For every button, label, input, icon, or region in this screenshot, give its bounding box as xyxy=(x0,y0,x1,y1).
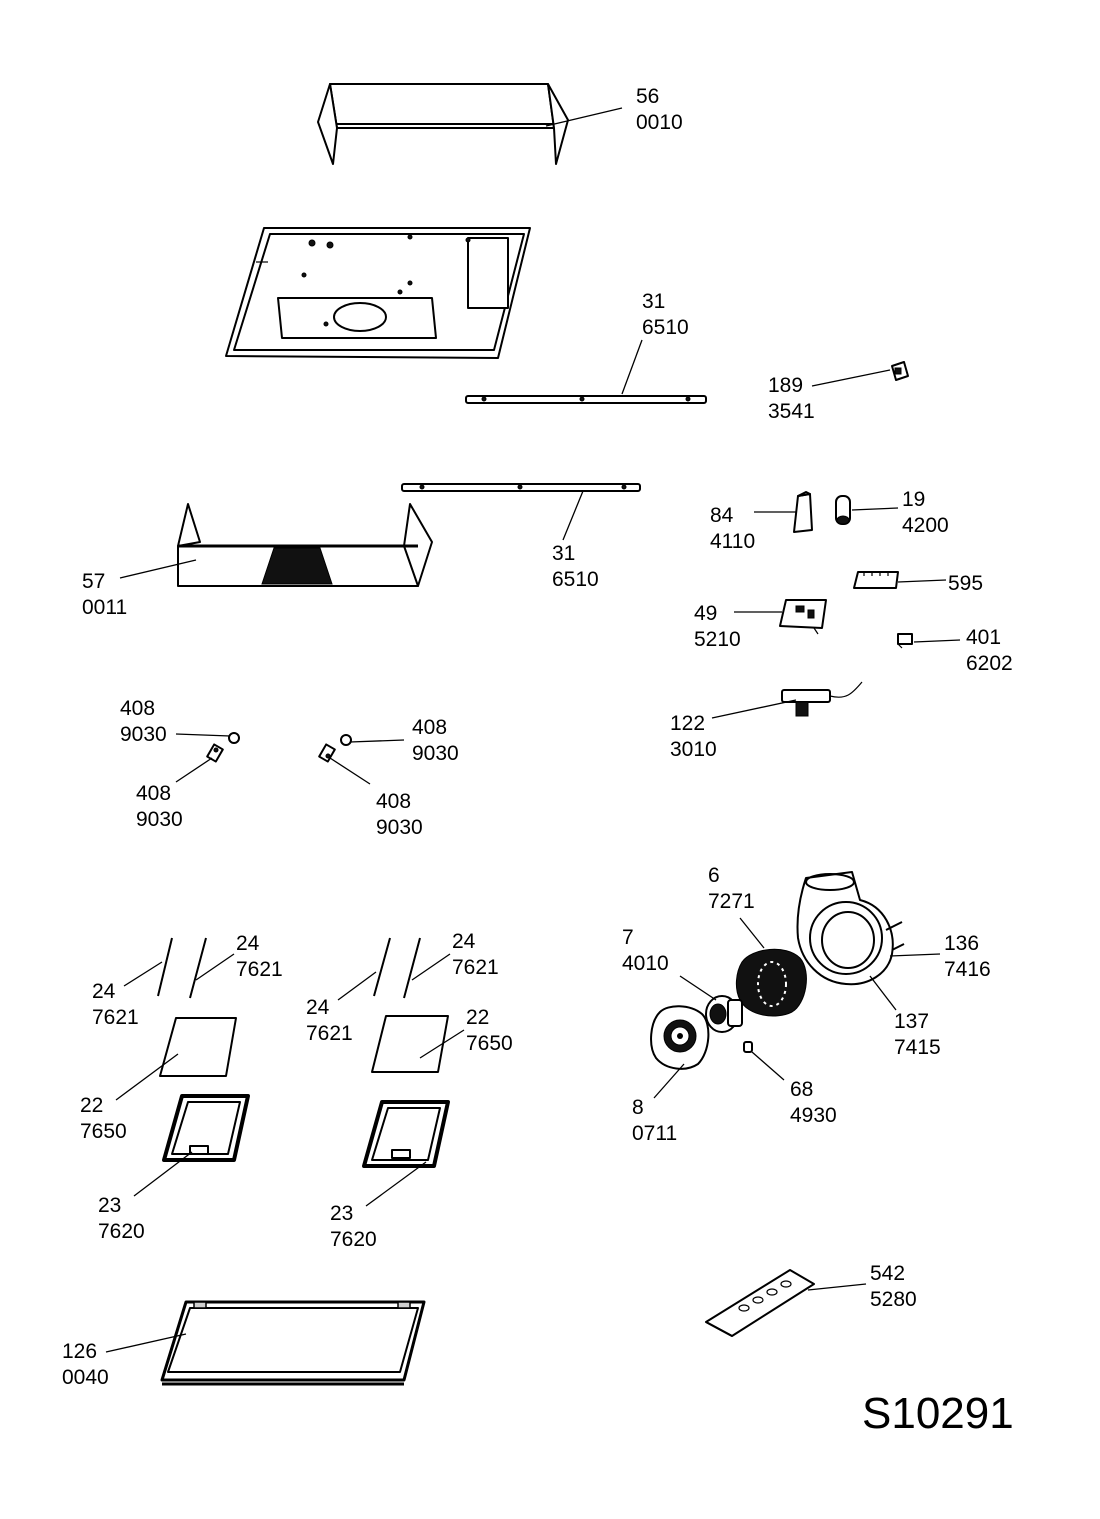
part-408-lamp-left xyxy=(206,732,240,763)
leader-137 xyxy=(869,975,897,1011)
part-6-fan-wheel xyxy=(735,948,807,1017)
leader-68 xyxy=(751,1051,785,1081)
part-126-glass-panel xyxy=(160,1300,426,1386)
leader-401 xyxy=(913,639,961,643)
leader-408c xyxy=(349,739,405,743)
leader-595 xyxy=(897,579,947,583)
leader-408a xyxy=(175,733,231,737)
part-84-block xyxy=(793,491,813,533)
part-31-rail-lower xyxy=(401,483,641,492)
part-189-clip xyxy=(891,361,909,381)
part-57-front-panel xyxy=(177,503,433,587)
leader-23b xyxy=(365,1161,427,1207)
part-408-lamp-right xyxy=(318,734,352,763)
part-31-rail-upper xyxy=(465,395,707,404)
leader-24c xyxy=(411,953,451,981)
part-22-grease-filter-right xyxy=(371,1015,449,1073)
leader-19 xyxy=(851,507,899,511)
part-136-137-blower-housing xyxy=(796,871,905,986)
part-24-filter-clips-left xyxy=(157,937,207,999)
leader-408d xyxy=(329,757,371,785)
leader-136 xyxy=(889,953,941,957)
leader-126 xyxy=(105,1333,187,1353)
leader-189 xyxy=(811,369,891,387)
leader-122 xyxy=(711,699,797,719)
part-68-screw xyxy=(743,1041,753,1053)
drawing-code: S10291 xyxy=(862,1389,1014,1438)
part-401-connector xyxy=(897,633,913,649)
leader-24a xyxy=(195,953,235,981)
leader-56 xyxy=(545,107,623,127)
part-23-filter-frame-right xyxy=(362,1100,450,1168)
part-542-remote-control xyxy=(705,1269,815,1337)
leader-57 xyxy=(119,559,197,579)
leader-542 xyxy=(807,1283,867,1291)
part-595-label-plate xyxy=(853,571,899,589)
leader-24d xyxy=(337,971,377,1001)
leader-24b xyxy=(123,961,163,987)
part-19-capacitor xyxy=(835,495,851,525)
part-7-motor xyxy=(705,995,743,1033)
part-122-control-module xyxy=(781,681,863,717)
label-595: 595 xyxy=(948,572,983,595)
hood-body xyxy=(225,227,531,359)
leader-31a xyxy=(621,339,643,395)
leader-22b xyxy=(419,1029,465,1059)
part-8-motor-plate xyxy=(650,1005,710,1070)
part-56-upper-cover xyxy=(317,83,569,165)
part-24-filter-clips-right xyxy=(373,937,421,999)
part-23-filter-frame-left xyxy=(162,1094,250,1162)
part-49-pcb xyxy=(779,599,827,635)
leader-408b xyxy=(175,757,213,783)
leader-23a xyxy=(133,1151,193,1197)
leader-6 xyxy=(739,917,765,949)
leader-31b xyxy=(562,490,584,541)
leader-22a xyxy=(115,1053,179,1101)
leader-7 xyxy=(679,975,717,1001)
part-22-grease-filter-left xyxy=(159,1017,237,1077)
leader-8 xyxy=(653,1063,685,1099)
